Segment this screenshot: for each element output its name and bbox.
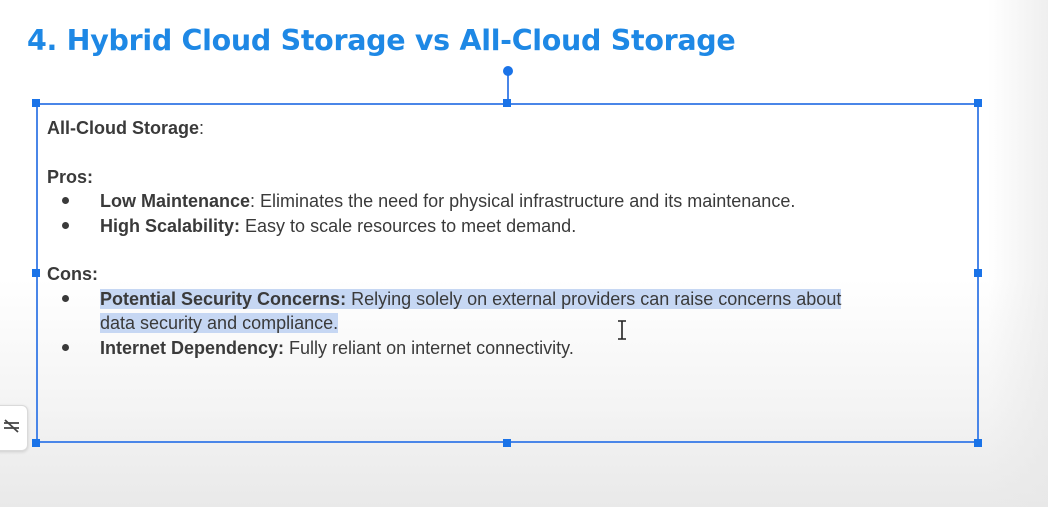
section-heading: All-Cloud Storage:: [47, 116, 204, 140]
pros-item-high-scalability: High Scalability: Easy to scale resource…: [100, 216, 577, 236]
resize-handle-bottom-left[interactable]: [32, 439, 40, 447]
cons-item-internet-dependency: Internet Dependency: Fully reliant on in…: [100, 338, 574, 358]
text-cursor-icon: [617, 320, 627, 345]
resize-handle-right[interactable]: [974, 269, 982, 277]
bullet-icon: [62, 197, 69, 204]
background-shade: [988, 0, 1048, 507]
slide-title[interactable]: 4. Hybrid Cloud Storage vs All-Cloud Sto…: [27, 24, 736, 57]
resize-handle-top[interactable]: [503, 99, 511, 107]
heading-bold-text: All-Cloud Storage: [47, 118, 199, 138]
format-tool-icon: [2, 418, 22, 439]
resize-handle-left[interactable]: [32, 269, 40, 277]
resize-handle-top-left[interactable]: [32, 99, 40, 107]
format-tool-button[interactable]: [0, 405, 28, 451]
cons-label: Cons:: [47, 264, 98, 284]
pros-item-low-maintenance: Low Maintenance: Eliminates the need for…: [100, 191, 796, 211]
heading-rest-text: :: [199, 118, 205, 138]
bullet-icon: [62, 295, 69, 302]
rotate-connector: [507, 75, 509, 99]
pros-label: Pros:: [47, 167, 94, 187]
bullet-icon: [62, 222, 69, 229]
selected-text-box[interactable]: [36, 103, 979, 443]
bullet-icon: [62, 344, 69, 351]
resize-handle-bottom-right[interactable]: [974, 439, 982, 447]
cons-item-security-line2: data security and compliance.: [100, 313, 339, 333]
cons-item-security-line1: Potential Security Concerns: Relying sol…: [100, 289, 842, 309]
resize-handle-bottom[interactable]: [503, 439, 511, 447]
rotate-handle[interactable]: [503, 66, 513, 76]
resize-handle-top-right[interactable]: [974, 99, 982, 107]
